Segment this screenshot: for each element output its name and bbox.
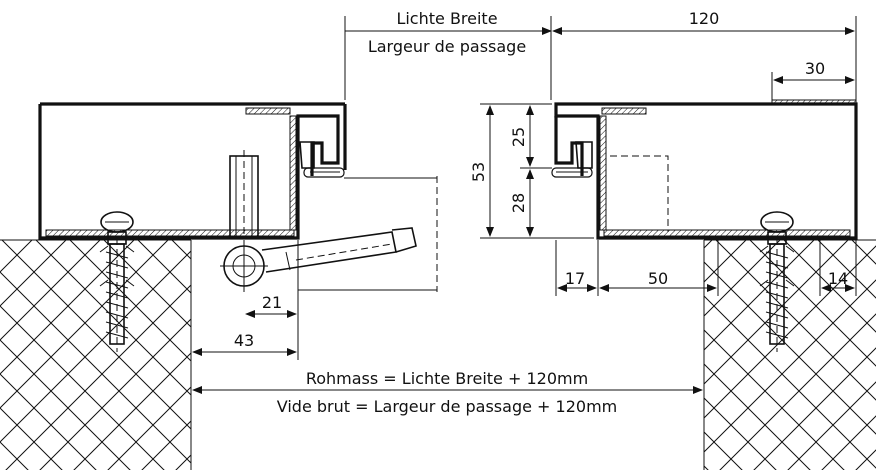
left-door-leaf	[298, 176, 438, 292]
dim-hinge-offset: 21	[262, 293, 282, 312]
wall-right	[703, 239, 876, 470]
dim-depth-to-anchor: 50	[648, 269, 668, 288]
anchor-screw-left	[99, 211, 135, 352]
dimension-lines	[190, 16, 857, 394]
dim-lower-height: 28	[509, 193, 528, 213]
dim-anchor-offset: 14	[828, 269, 848, 288]
dim-upper-height: 25	[509, 127, 528, 147]
right-frame-profile	[551, 99, 858, 240]
dim-hinge-projection: 43	[234, 331, 254, 350]
dim-left-offset: 17	[565, 269, 585, 288]
left-frame-profile	[38, 102, 347, 240]
rough-opening-label-fr: Vide brut = Largeur de passage + 120mm	[277, 397, 617, 416]
dim-rebate-width: 30	[805, 59, 825, 78]
clear-width-label-de: Lichte Breite	[396, 9, 497, 28]
hinge	[220, 150, 417, 292]
rough-opening-label-de: Rohmass = Lichte Breite + 120mm	[306, 369, 588, 388]
wall-left	[0, 239, 192, 470]
dim-frame-width: 120	[689, 9, 720, 28]
anchor-screw-right	[759, 211, 795, 352]
dim-profile-height: 53	[469, 162, 488, 182]
clear-width-label-fr: Largeur de passage	[368, 37, 526, 56]
